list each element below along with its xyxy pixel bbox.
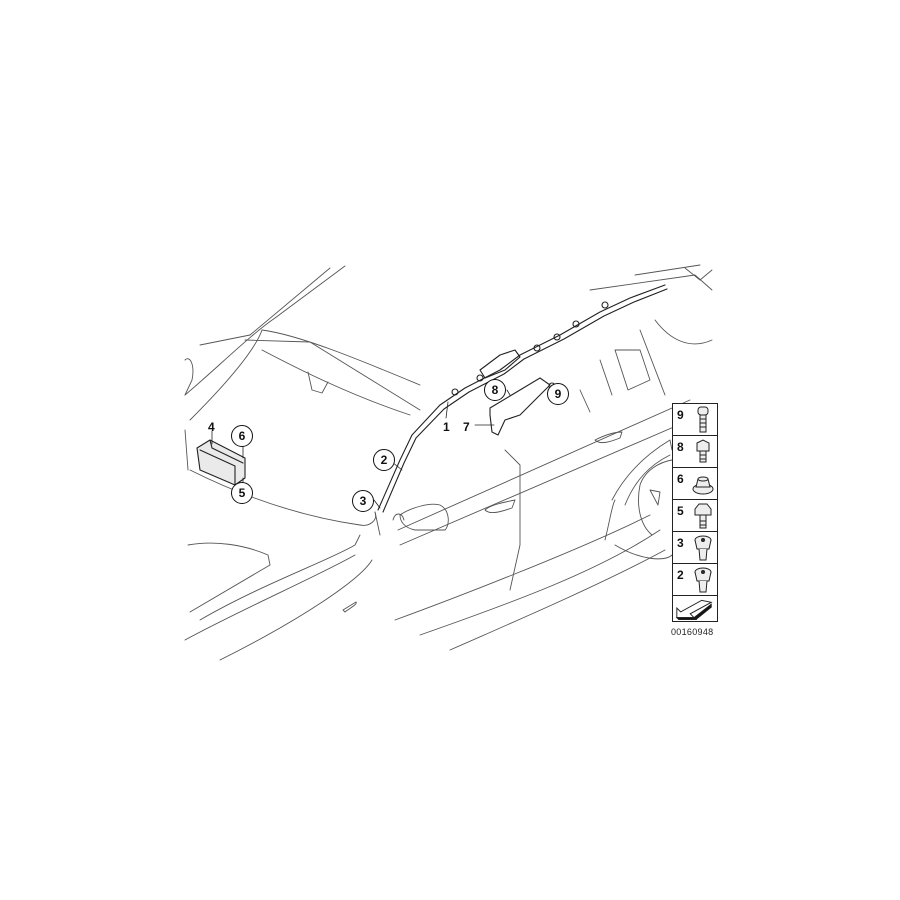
callout-1: 1 <box>443 420 450 434</box>
callout-9: 9 <box>547 383 569 405</box>
fastener-legend: 9 8 6 5 3 2 <box>672 403 718 622</box>
callout-3: 3 <box>352 490 374 512</box>
hex-flange-nut-icon <box>692 476 714 495</box>
callout-5: 5 <box>231 482 253 504</box>
legend-row-5: 5 <box>673 500 717 532</box>
push-clip-icon <box>694 535 712 561</box>
legend-row-3: 3 <box>673 532 717 564</box>
diagram-number: 00160948 <box>671 627 714 637</box>
legend-arrow-cell <box>673 596 717 622</box>
curtain-airbag-tube <box>377 284 668 513</box>
callout-4: 4 <box>208 420 215 434</box>
legend-number: 8 <box>677 440 684 454</box>
legend-row-6: 6 <box>673 468 717 500</box>
collar-bolt-icon <box>696 439 710 463</box>
callout-9-label: 9 <box>554 387 562 401</box>
callout-2-label: 2 <box>380 453 388 467</box>
legend-row-8: 8 <box>673 436 717 468</box>
legend-number: 6 <box>677 472 684 486</box>
callout-2: 2 <box>373 449 395 471</box>
hex-bolt-icon <box>694 503 712 529</box>
callout-6-label: 6 <box>238 429 246 443</box>
car-body-outline <box>184 264 713 661</box>
callout-3-label: 3 <box>359 494 367 508</box>
legend-number: 5 <box>677 504 684 518</box>
callout-7: 7 <box>463 420 470 434</box>
legend-number: 9 <box>677 408 684 422</box>
callout-8: 8 <box>484 379 506 401</box>
callout-8-label: 8 <box>491 383 499 397</box>
legend-number: 3 <box>677 536 684 550</box>
socket-head-screw-icon <box>697 406 709 433</box>
legend-row-9: 9 <box>673 404 717 436</box>
passenger-airbag-module <box>196 439 246 486</box>
legend-row-2: 2 <box>673 564 717 596</box>
callout-5-label: 5 <box>238 486 246 500</box>
callout-6: 6 <box>231 425 253 447</box>
push-clip-icon <box>694 567 712 593</box>
legend-number: 2 <box>677 568 684 582</box>
direction-arrow-icon <box>675 599 713 621</box>
